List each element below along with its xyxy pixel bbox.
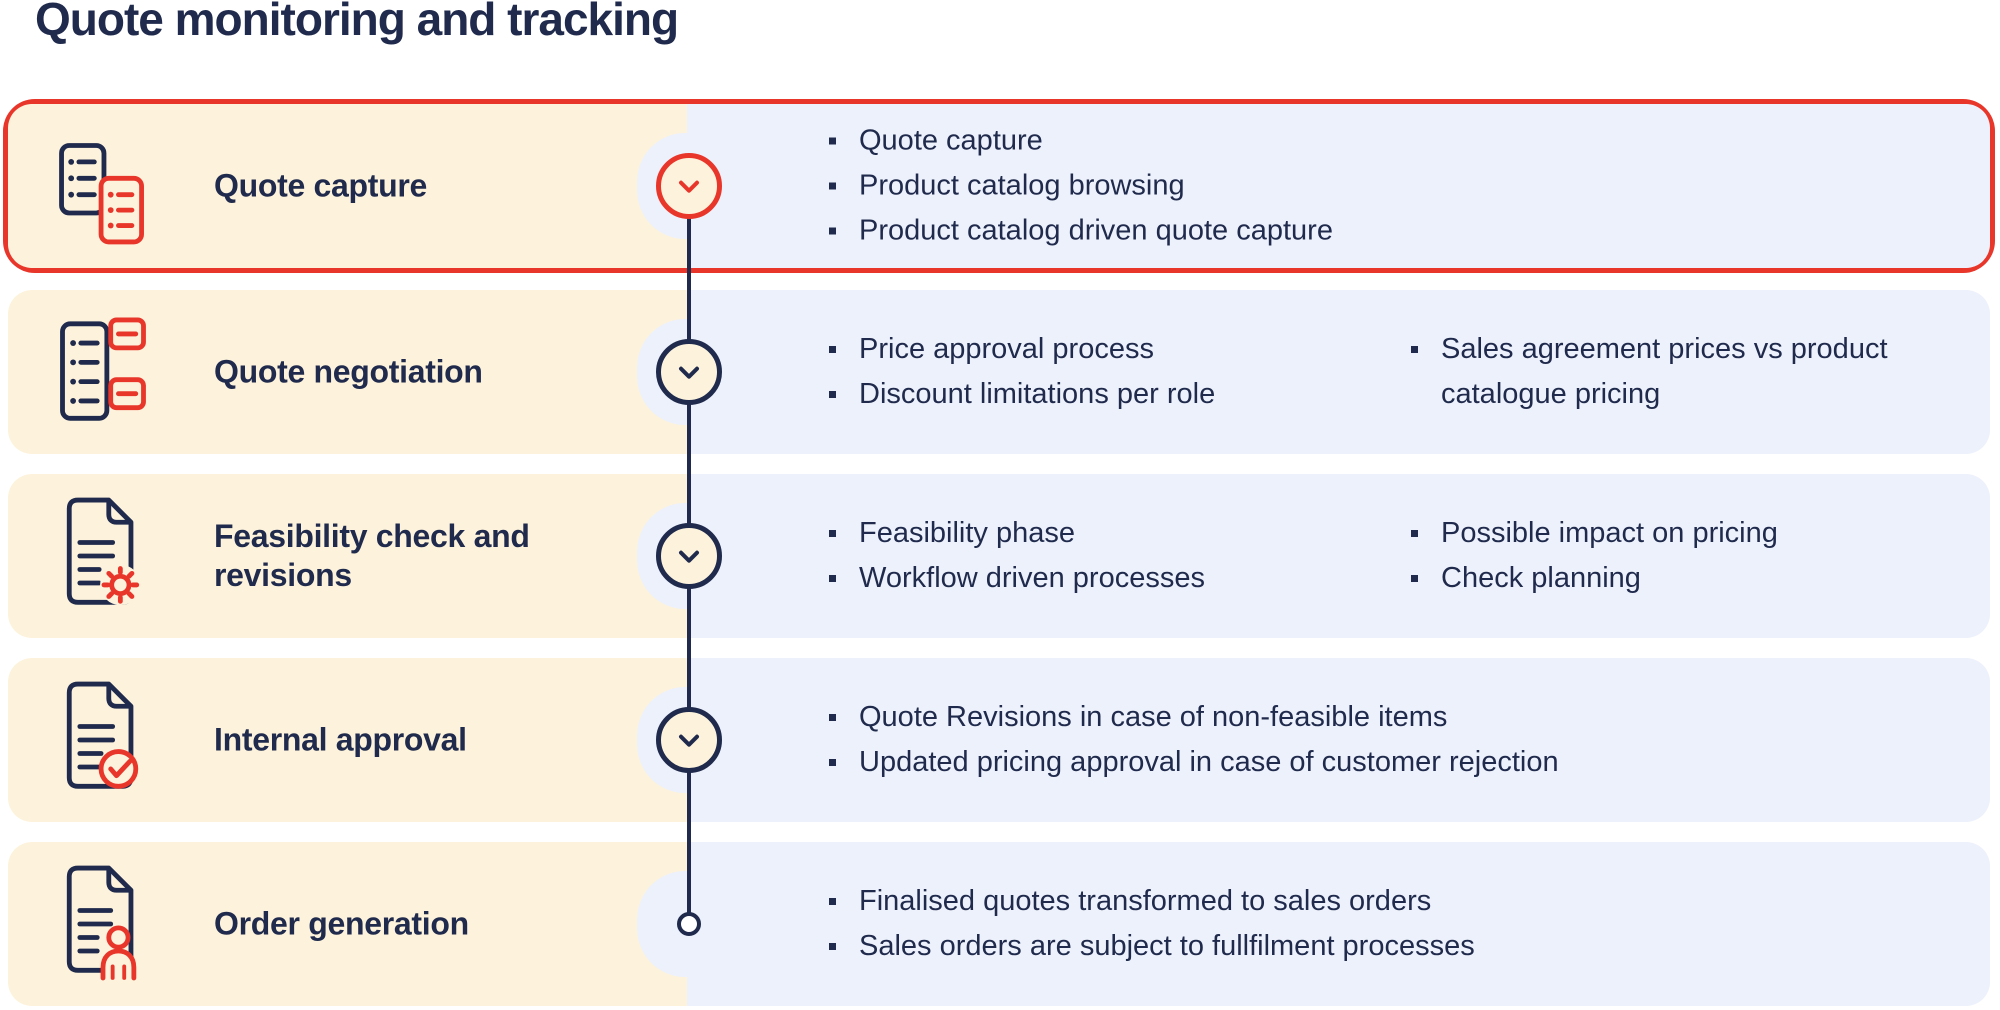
stage-title: Internal approval	[214, 721, 467, 758]
stage-row-quote-capture: Quote capture Quote capture Product cata…	[8, 104, 1990, 268]
stage-title: Quote capture	[214, 167, 428, 204]
order-generation-icon	[53, 857, 153, 992]
feasibility-check-icon	[53, 489, 153, 624]
bullet-item: Quote Revisions in case of non-feasible …	[826, 695, 1559, 740]
stage-details-band: Quote capture Product catalog browsing P…	[687, 104, 1990, 268]
chevron-down-icon	[673, 540, 705, 572]
bullet-item: Discount limitations per role	[826, 372, 1215, 417]
quote-negotiation-icon	[53, 305, 153, 440]
quote-capture-icon	[53, 119, 153, 254]
bullet-item: Workflow driven processes	[826, 556, 1205, 601]
bullet-item: Possible impact on pricing	[1408, 511, 1988, 556]
bullet-item: Updated pricing approval in case of cust…	[826, 740, 1559, 785]
stage-row-quote-negotiation: Quote negotiation Price approval process…	[8, 290, 1990, 454]
stage-row-order-generation: Order generation Finalised quotes transf…	[8, 842, 1990, 1006]
details-list-col1: Finalised quotes transformed to sales or…	[826, 879, 1475, 969]
stage-title: Quote negotiation	[214, 353, 483, 390]
stage-title: Order generation	[214, 905, 469, 942]
stage-label-band: Feasibility check and revisions	[8, 474, 687, 638]
stage-row-feasibility-check: Feasibility check and revisions Feasibil…	[8, 474, 1990, 638]
expand-toggle[interactable]	[656, 153, 722, 219]
stage-details-band: Quote Revisions in case of non-feasible …	[687, 658, 1990, 822]
stage-details-band: Feasibility phase Workflow driven proces…	[687, 474, 1990, 638]
stage-details-band: Finalised quotes transformed to sales or…	[687, 842, 1990, 1006]
stage-label-band: Quote negotiation	[8, 290, 687, 454]
page-title: Quote monitoring and tracking	[35, 0, 679, 45]
stage-label-band: Quote capture	[8, 104, 687, 268]
details-list-col1: Price approval process Discount limitati…	[826, 327, 1215, 417]
details-list-col2: Possible impact on pricing Check plannin…	[1408, 511, 1988, 601]
stage-label-band: Internal approval	[8, 658, 687, 822]
stage-label-band: Order generation	[8, 842, 687, 1006]
details-list-col1: Quote capture Product catalog browsing P…	[826, 119, 1333, 254]
internal-approval-icon	[53, 673, 153, 808]
chevron-down-icon	[673, 170, 705, 202]
bullet-item: Sales orders are subject to fullfilment …	[826, 924, 1475, 969]
details-list-col1: Feasibility phase Workflow driven proces…	[826, 511, 1205, 601]
expand-toggle[interactable]	[656, 339, 722, 405]
timeline-end-node	[677, 912, 701, 936]
bullet-item: Quote capture	[826, 119, 1333, 164]
bullet-item: Check planning	[1408, 556, 1988, 601]
stage-row-internal-approval: Internal approval Quote Revisions in cas…	[8, 658, 1990, 822]
chevron-down-icon	[673, 724, 705, 756]
expand-toggle[interactable]	[656, 707, 722, 773]
details-list-col2: Sales agreement prices vs product catalo…	[1408, 327, 1988, 417]
bullet-item: Product catalog browsing	[826, 164, 1333, 209]
bullet-item: Product catalog driven quote capture	[826, 209, 1333, 254]
bullet-item: Feasibility phase	[826, 511, 1205, 556]
bullet-item: Price approval process	[826, 327, 1215, 372]
stage-details-band: Price approval process Discount limitati…	[687, 290, 1990, 454]
bullet-item: Sales agreement prices vs product catalo…	[1408, 327, 1988, 417]
details-list-col1: Quote Revisions in case of non-feasible …	[826, 695, 1559, 785]
stage-title: Feasibility check and revisions	[214, 518, 530, 593]
bullet-item: Finalised quotes transformed to sales or…	[826, 879, 1475, 924]
chevron-down-icon	[673, 356, 705, 388]
expand-toggle[interactable]	[656, 523, 722, 589]
